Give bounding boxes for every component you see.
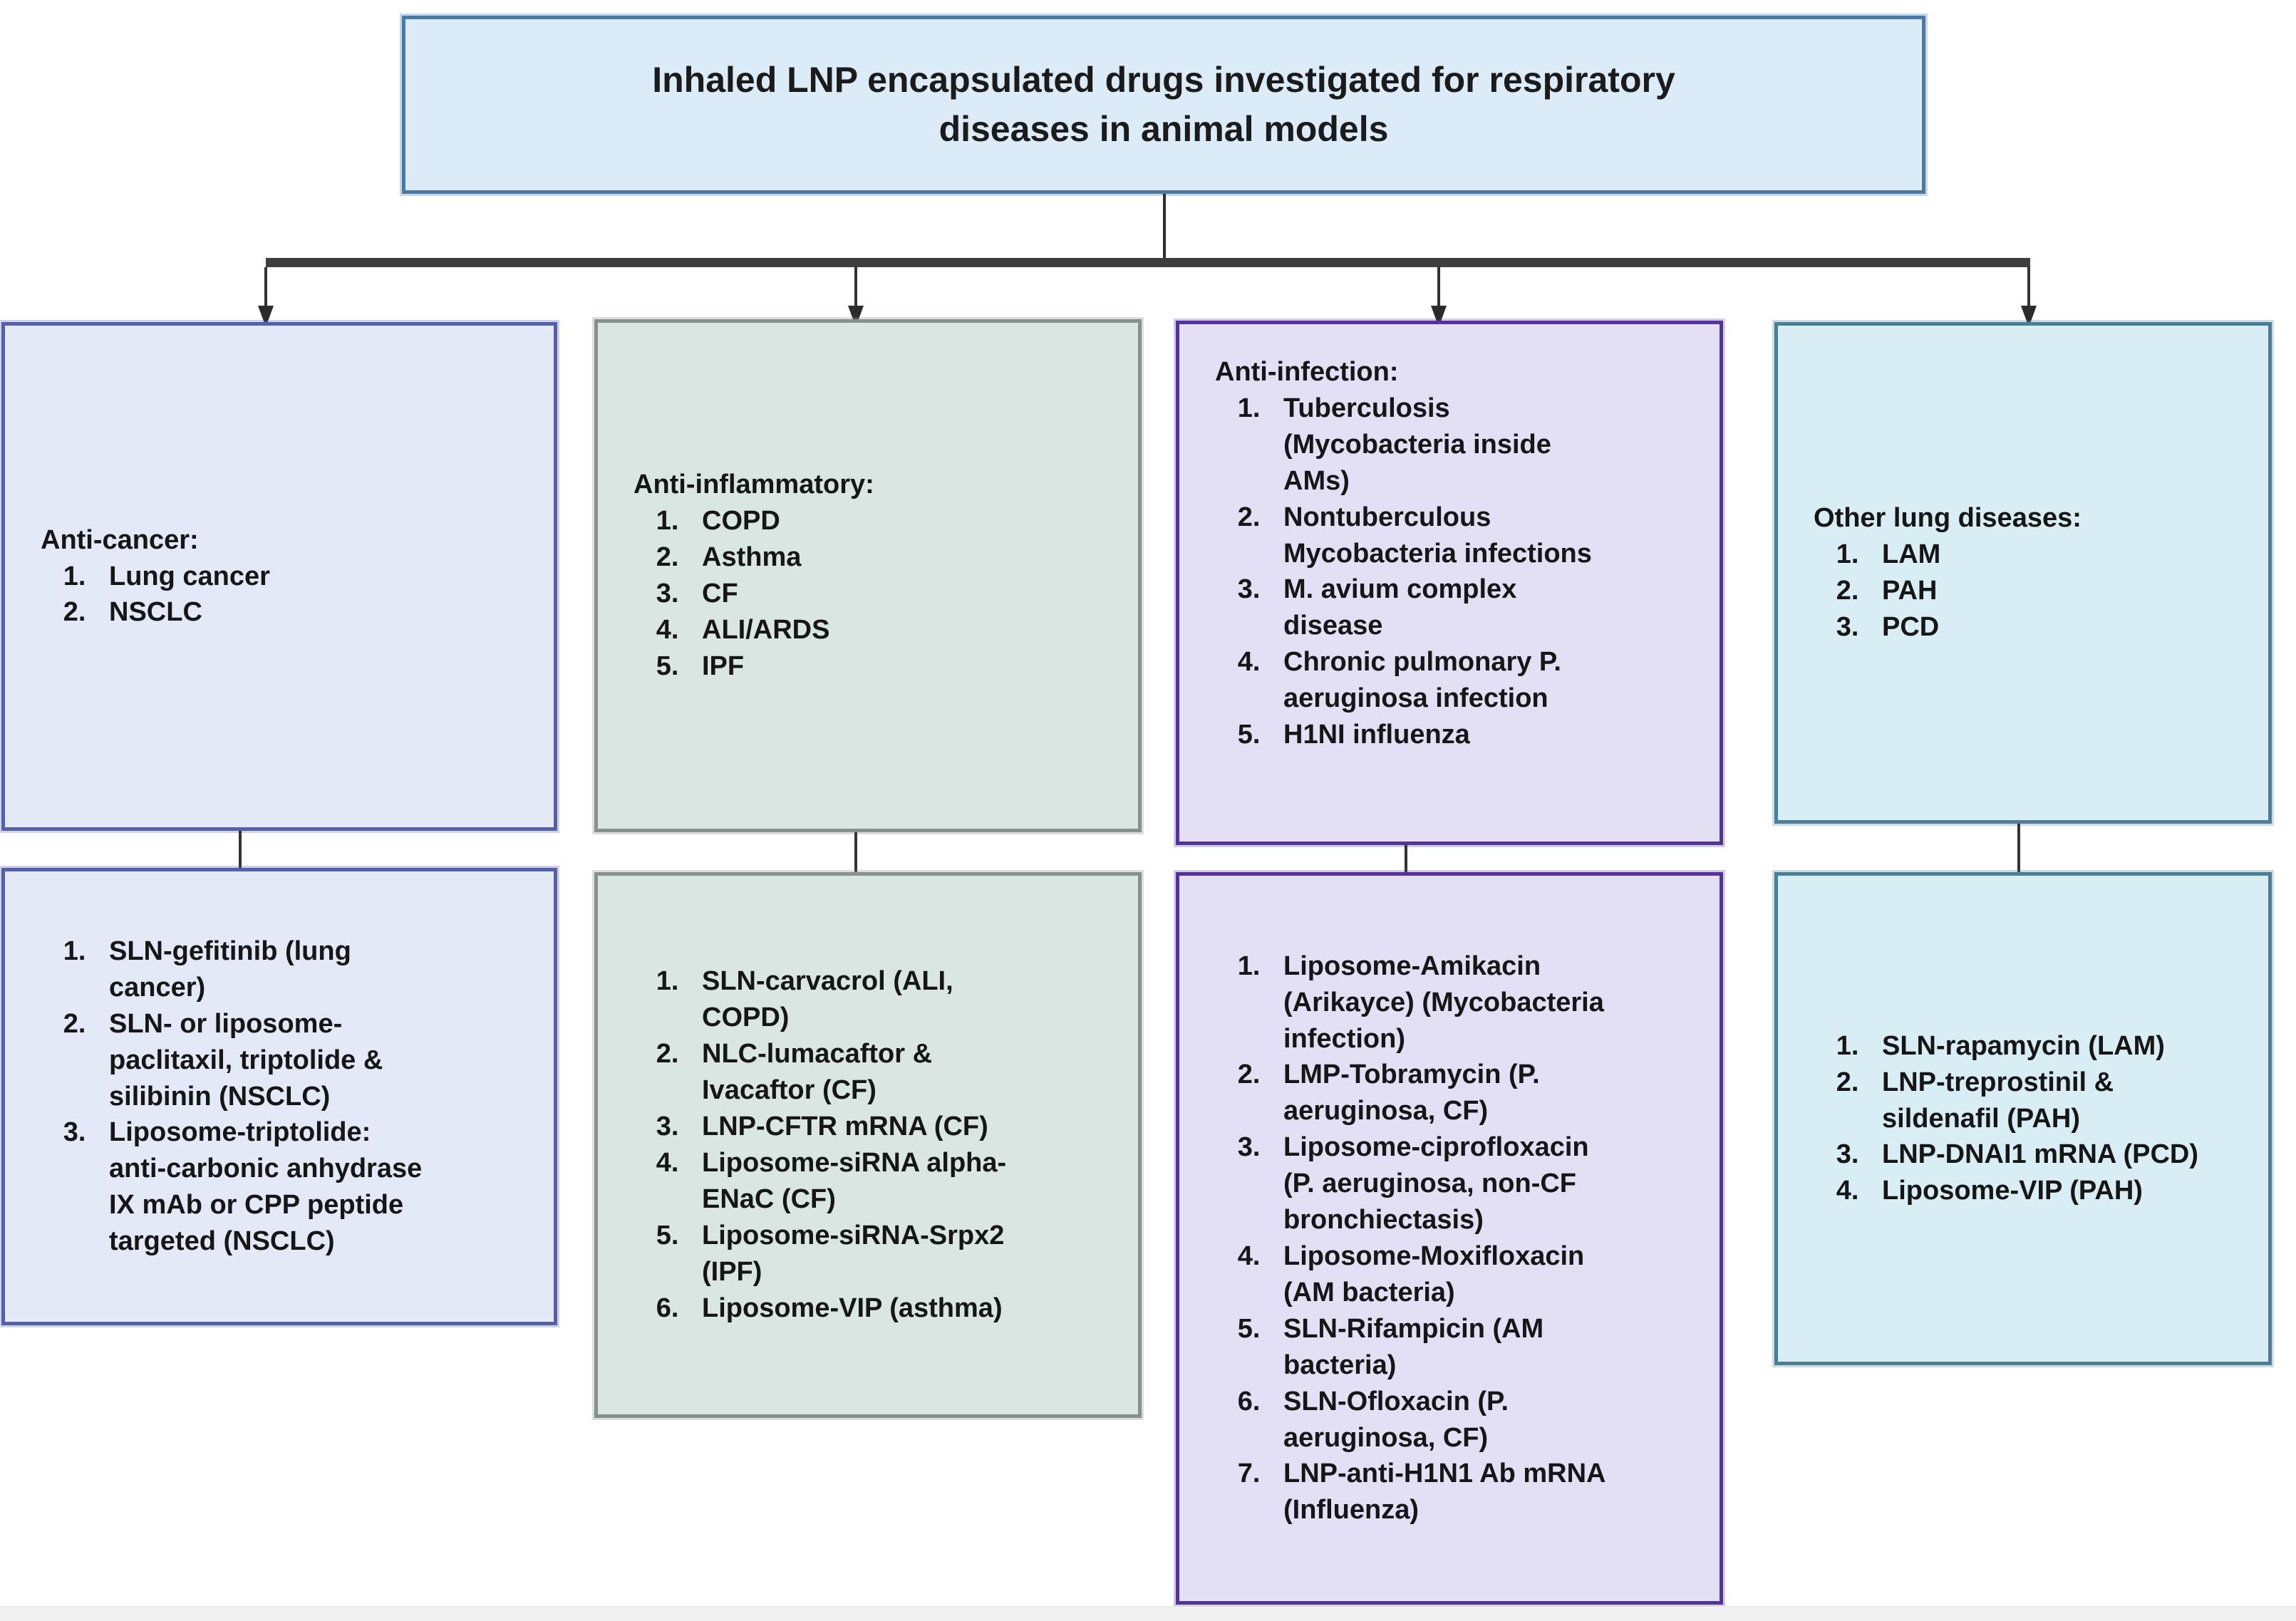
- list-item: NLC-lumacaftor & Ivacaftor (CF): [686, 1036, 1099, 1109]
- list-item: SLN-carvacrol (ALI, COPD): [686, 963, 1099, 1036]
- list-item: LMP-Tobramycin (P. aeruginosa, CF): [1268, 1057, 1680, 1129]
- list-item: CF: [686, 576, 1099, 612]
- list-item: M. avium complex disease: [1268, 571, 1680, 644]
- arrowhead-down-icon: [258, 306, 274, 327]
- list-item: LNP-CFTR mRNA (CF): [686, 1109, 1099, 1145]
- connector-line: [2017, 824, 2020, 872]
- list-item: SLN-Rifampicin (AM bacteria): [1268, 1311, 1680, 1384]
- list-item: Liposome-VIP (PAH): [1866, 1173, 2229, 1209]
- list-item: Asthma: [686, 539, 1099, 576]
- disease-category-box-anti-cancer: Anti-cancer: Lung cancerNSCLC: [1, 322, 557, 831]
- list-item: Tuberculosis (Mycobacteria inside AMs): [1268, 390, 1680, 499]
- list-item: COPD: [686, 503, 1099, 539]
- connector-line: [239, 831, 242, 868]
- list-item: PAH: [1866, 573, 2229, 609]
- list-item: SLN-Ofloxacin (P. aeruginosa, CF): [1268, 1384, 1680, 1456]
- drug-list-box-anti-cancer: SLN-gefitinib (lung cancer)SLN- or lipos…: [1, 868, 557, 1325]
- disease-list: LAMPAHPCD: [1814, 537, 2229, 646]
- drug-list-box-other-lung-diseases: SLN-rapamycin (LAM)LNP-treprostinil & si…: [1774, 872, 2272, 1365]
- list-item: Liposome-ciprofloxacin (P. aeruginosa, n…: [1268, 1129, 1680, 1238]
- title-box: Inhaled LNP encapsulated drugs investiga…: [402, 16, 1925, 194]
- list-item: Liposome-Amikacin (Arikayce) (Mycobacter…: [1268, 948, 1680, 1057]
- list-item: PCD: [1866, 609, 2229, 646]
- list-item: Liposome-Moxifloxacin (AM bacteria): [1268, 1238, 1680, 1311]
- connector-horizontal-bar: [266, 258, 2030, 267]
- list-item: LAM: [1866, 537, 2229, 573]
- disease-list: Lung cancerNSCLC: [41, 559, 514, 631]
- list-item: LNP-DNAI1 mRNA (PCD): [1866, 1136, 2229, 1173]
- disease-list: COPDAsthmaCFALI/ARDSIPF: [634, 503, 1099, 685]
- list-item: Lung cancer: [93, 559, 514, 595]
- list-item: Liposome-triptolide: anti-carbonic anhyd…: [93, 1114, 514, 1260]
- category-heading: Anti-infection:: [1215, 357, 1399, 387]
- list-item: Nontuberculous Mycobacteria infections: [1268, 499, 1680, 572]
- drug-list-box-anti-infection: Liposome-Amikacin (Arikayce) (Mycobacter…: [1176, 872, 1723, 1605]
- list-item: H1NI influenza: [1268, 717, 1680, 753]
- disease-list: Tuberculosis (Mycobacteria inside AMs)No…: [1215, 390, 1680, 753]
- drug-list: SLN-carvacrol (ALI, COPD)NLC-lumacaftor …: [634, 963, 1099, 1326]
- drug-list: SLN-rapamycin (LAM)LNP-treprostinil & si…: [1814, 1028, 2229, 1210]
- connector-line: [854, 832, 857, 872]
- connector-line: [1405, 845, 1407, 872]
- drug-list: Liposome-Amikacin (Arikayce) (Mycobacter…: [1215, 948, 1680, 1529]
- category-heading: Anti-cancer:: [41, 524, 199, 555]
- category-heading: Anti-inflammatory:: [634, 470, 874, 500]
- connector-stem: [1163, 194, 1166, 259]
- list-item: LNP-anti-H1N1 Ab mRNA (Influenza): [1268, 1456, 1680, 1528]
- arrow-line: [2027, 267, 2030, 307]
- list-item: ALI/ARDS: [686, 612, 1099, 648]
- drug-list-box-anti-inflammatory: SLN-carvacrol (ALI, COPD)NLC-lumacaftor …: [594, 872, 1142, 1418]
- list-item: Liposome-VIP (asthma): [686, 1290, 1099, 1327]
- disease-category-box-other-lung-diseases: Other lung diseases: LAMPAHPCD: [1774, 322, 2272, 824]
- list-item: NSCLC: [93, 594, 514, 631]
- list-item: Chronic pulmonary P. aeruginosa infectio…: [1268, 644, 1680, 717]
- list-item: SLN-gefitinib (lung cancer): [93, 933, 514, 1006]
- drug-list: SLN-gefitinib (lung cancer)SLN- or lipos…: [41, 933, 514, 1260]
- arrow-line: [1437, 267, 1440, 307]
- arrow-line: [854, 267, 857, 307]
- category-heading: Other lung diseases:: [1814, 503, 2082, 534]
- list-item: Liposome-siRNA-Srpx2 (IPF): [686, 1218, 1099, 1290]
- list-item: LNP-treprostinil & sildenafil (PAH): [1866, 1065, 2229, 1137]
- arrow-line: [264, 267, 267, 307]
- disease-category-box-anti-inflammatory: Anti-inflammatory: COPDAsthmaCFALI/ARDSI…: [594, 319, 1142, 832]
- arrowhead-down-icon: [2021, 306, 2037, 327]
- list-item: SLN- or liposome- paclitaxil, triptolide…: [93, 1006, 514, 1115]
- page-background-strip: [0, 1606, 2296, 1621]
- diagram-title: Inhaled LNP encapsulated drugs investiga…: [652, 60, 1675, 149]
- list-item: Liposome-siRNA alpha- ENaC (CF): [686, 1145, 1099, 1218]
- list-item: SLN-rapamycin (LAM): [1866, 1028, 2229, 1065]
- list-item: IPF: [686, 648, 1099, 685]
- disease-category-box-anti-infection: Anti-infection: Tuberculosis (Mycobacter…: [1176, 321, 1723, 845]
